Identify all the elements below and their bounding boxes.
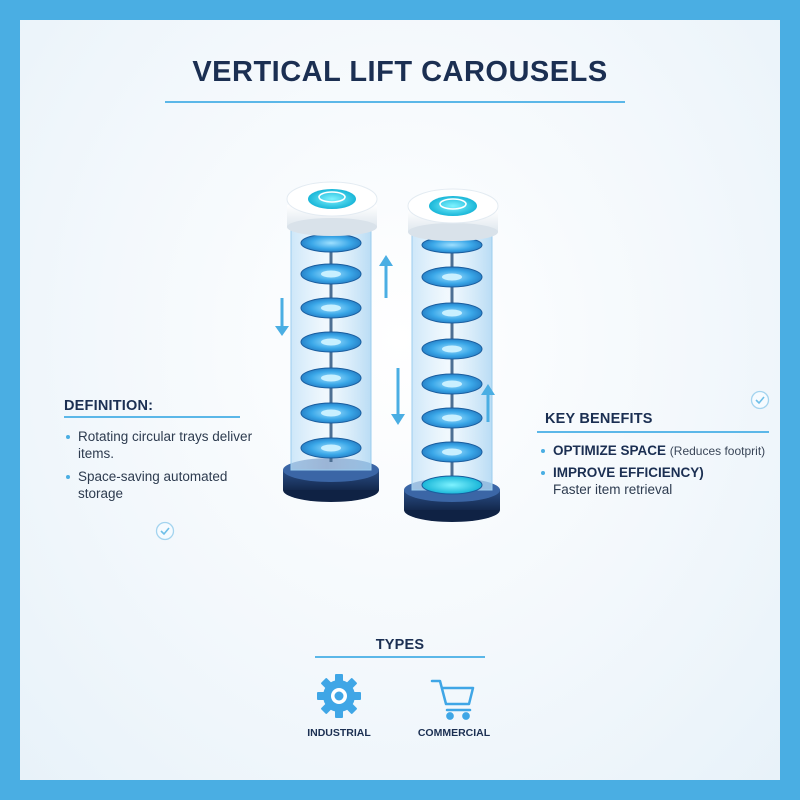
benefit-detail: (Reduces footprit): [669, 444, 766, 458]
right-carousel: [404, 188, 500, 522]
gear-icon: [317, 674, 361, 718]
list-item: IMPROVE EFFICIENCY) Faster item retrieva…: [539, 464, 789, 498]
types-divider: [315, 656, 485, 658]
down-arrow-icon: [391, 368, 405, 425]
up-arrow-icon: [379, 255, 393, 298]
list-item: Space-saving automated storage: [64, 468, 254, 502]
benefit-title: IMPROVE EFFICIENCY): [553, 465, 704, 480]
left-carousel: [283, 181, 379, 502]
list-item: OPTIMIZE SPACE (Reduces footprit): [539, 442, 789, 460]
left-trays: [300, 233, 362, 459]
shopping-cart-icon: [430, 679, 475, 720]
benefits-list: OPTIMIZE SPACE (Reduces footprit) IMPROV…: [539, 442, 789, 504]
benefit-detail: Faster item retrieval: [553, 482, 673, 497]
infographic-panel: [20, 20, 780, 780]
check-icon: [155, 521, 175, 541]
down-arrow-icon: [275, 298, 289, 336]
benefit-title: OPTIMIZE SPACE: [553, 443, 667, 458]
up-arrow-icon: [481, 384, 495, 422]
definition-heading: DEFINITION:: [64, 398, 154, 414]
right-trays: [421, 236, 483, 495]
definition-divider: [64, 416, 240, 418]
type-label-industrial: INDUSTRIAL: [307, 727, 371, 739]
benefits-divider: [537, 431, 769, 433]
page-title: VERTICAL LIFT CAROUSELS: [192, 56, 608, 88]
check-icon: [750, 390, 770, 410]
title-divider: [165, 101, 625, 103]
type-label-commercial: COMMERCIAL: [417, 727, 491, 739]
definition-list: Rotating circular trays deliver items. S…: [64, 428, 254, 508]
list-item: Rotating circular trays deliver items.: [64, 428, 254, 462]
benefits-heading: KEY BENEFITS: [545, 411, 653, 427]
types-heading: TYPES: [375, 637, 425, 653]
